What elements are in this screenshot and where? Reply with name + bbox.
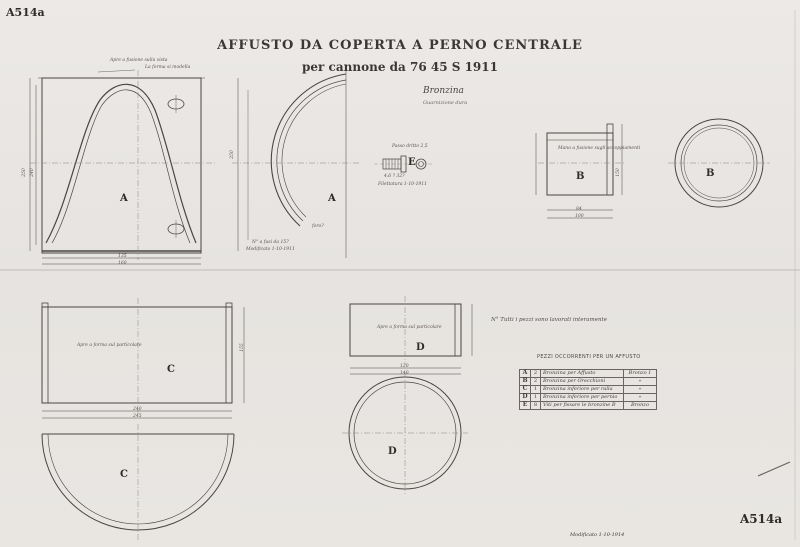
b-note: Mano a fusione sugli accoppiamenti bbox=[558, 146, 641, 151]
dim-d-w1: 120 bbox=[400, 364, 409, 369]
dim-d-w2: 140 bbox=[400, 371, 409, 376]
part-label-d-side: D bbox=[416, 342, 425, 353]
row-material: » bbox=[623, 385, 657, 394]
a-top-note-2: La forma si modella bbox=[145, 65, 191, 70]
row-qty: 1 bbox=[530, 393, 541, 402]
dim-c-h: 155 bbox=[239, 343, 245, 352]
row-qty: 8 bbox=[530, 401, 541, 410]
parts-table-title: PEZZI OCCORRENTI PER UN AFFUSTO bbox=[537, 354, 641, 360]
dim-c-w1: 240 bbox=[133, 407, 142, 412]
row-qty: 1 bbox=[530, 385, 541, 394]
row-desc: Bronzina inferiore per pernio bbox=[540, 393, 624, 402]
part-label-a-side: A bbox=[120, 193, 128, 204]
e-note-2: 4.6 ? 32? bbox=[384, 174, 405, 179]
material-note: Guarnizione dura bbox=[423, 100, 468, 106]
part-a-arc-view bbox=[232, 68, 360, 258]
row-desc: Bronzina per Orecchioni bbox=[540, 377, 624, 386]
part-d-side-view bbox=[349, 296, 473, 375]
part-label-b-side: B bbox=[576, 171, 585, 182]
dim-a-w1: 135 bbox=[118, 254, 127, 259]
row-desc: Bronzina inferiore per ralla bbox=[540, 385, 624, 394]
e-note-3: Filettatura 1-10-1911 bbox=[378, 182, 428, 187]
c-note: Apre a forma sul particolare bbox=[77, 343, 142, 348]
part-c-bottom-view bbox=[41, 424, 235, 540]
dim-a2-h: 250 bbox=[229, 150, 235, 159]
dim-b-w: 84 bbox=[576, 207, 582, 212]
d-note: Apre a forma sul particolare bbox=[377, 325, 442, 330]
dim-a-w2: 160 bbox=[118, 261, 127, 266]
dim-b-w2: 100 bbox=[575, 214, 584, 219]
a2-note: N° a fusi da 15? bbox=[252, 240, 289, 245]
part-c-side-view bbox=[41, 298, 245, 419]
row-desc: Viti per fissare le bronzine B bbox=[540, 401, 624, 410]
table-row: B 2 Bronzina per Orecchioni » bbox=[519, 377, 657, 386]
a2-modified: Modificato 1-10-1911 bbox=[246, 247, 295, 252]
parts-table: A 2 Bronzina per Affusto Bronzo 1 B 2 Br… bbox=[519, 369, 657, 410]
part-label-c-side: C bbox=[167, 364, 175, 375]
table-row: A 2 Bronzina per Affusto Bronzo 1 bbox=[519, 369, 657, 378]
part-b-front-view bbox=[668, 118, 770, 208]
sheet-reference-bottom: A514a bbox=[740, 512, 783, 526]
row-material: Bronzo 1 bbox=[623, 369, 657, 378]
part-b-side-view bbox=[535, 123, 625, 219]
e-note-1: Passo dritto 2,5 bbox=[392, 144, 428, 149]
general-note: N° Tutti i pezzi sono lavorati interamen… bbox=[491, 317, 608, 323]
dim-b-h: 150 bbox=[615, 168, 621, 177]
row-material: Bronzo bbox=[623, 401, 657, 410]
sheet-reference-top: A514a bbox=[6, 6, 45, 19]
table-row: D 1 Bronzina inferiore per pernio » bbox=[519, 393, 657, 402]
part-label-d-top: D bbox=[388, 446, 397, 457]
a2-arc-note: foro? bbox=[312, 224, 324, 229]
row-material: » bbox=[623, 377, 657, 386]
row-letter: E bbox=[519, 401, 531, 410]
row-qty: 2 bbox=[530, 377, 541, 386]
table-row: E 8 Viti per fissare le bronzine B Bronz… bbox=[519, 401, 657, 410]
part-label-c-bottom: C bbox=[120, 469, 128, 480]
drawing-subtitle: per cannone da 76 45 S 1911 bbox=[302, 60, 498, 74]
dim-a-h2: 240 bbox=[29, 168, 35, 177]
material-label: Bronzina bbox=[423, 86, 464, 96]
row-material: » bbox=[623, 393, 657, 402]
part-label-e: E bbox=[408, 157, 416, 168]
dim-a-h1: 250 bbox=[21, 168, 27, 177]
part-label-b-front: B bbox=[706, 168, 715, 179]
signature: Modificato 1-10-1914 bbox=[570, 532, 625, 538]
a-top-note: Apre a fusione sulla vista bbox=[110, 58, 168, 63]
row-qty: 2 bbox=[530, 369, 541, 378]
part-a-side-view bbox=[29, 69, 215, 265]
row-desc: Bronzina per Affusto bbox=[540, 369, 624, 378]
table-row: C 1 Bronzina inferiore per ralla » bbox=[519, 385, 657, 394]
drawing-title: AFFUSTO DA COPERTA A PERNO CENTRALE bbox=[217, 38, 583, 53]
part-d-top-view bbox=[342, 372, 468, 494]
dim-c-w2: 245 bbox=[133, 414, 142, 419]
part-e-screw bbox=[374, 155, 432, 173]
part-label-a-arc: A bbox=[328, 193, 336, 204]
